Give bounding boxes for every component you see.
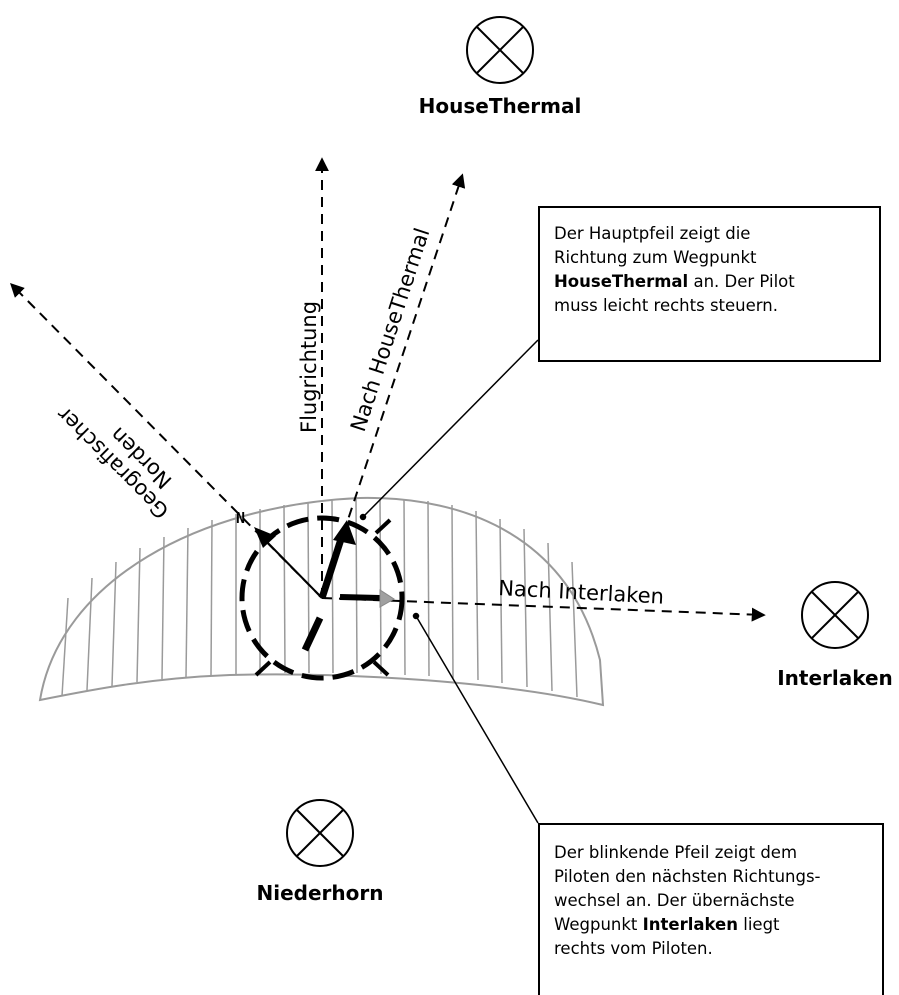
- compass-tick-ne: [374, 518, 392, 535]
- callout-leaders: [359, 339, 539, 824]
- callout-line: Piloten den nächsten Richtungs-: [554, 867, 821, 886]
- callout-line: rechts vom Piloten.: [554, 939, 713, 958]
- waypoint-house-thermal: HouseThermal: [419, 16, 582, 118]
- waypoint-cross-icon: [801, 581, 869, 649]
- compass-instrument: N: [236, 509, 405, 681]
- waypoint-niederhorn: Niederhorn: [257, 799, 384, 905]
- callout-line: wechsel an. Der übernächste: [554, 891, 795, 910]
- waypoint-name-bold: Interlaken: [642, 915, 738, 934]
- leader-blink: [415, 615, 539, 824]
- callout-line: HouseThermal an. Der Pilot: [554, 272, 795, 291]
- compass-tick-se: [372, 660, 390, 677]
- waypoint-cross-icon: [286, 799, 354, 867]
- waypoint-label: Niederhorn: [257, 881, 384, 905]
- main-arrow-head: [333, 520, 356, 545]
- house-thermal-direction-label: Nach HouseThermal: [346, 225, 434, 434]
- interlaken-direction-line: [321, 597, 766, 622]
- compass-tick-sw: [254, 660, 272, 677]
- main-arrow-shaft: [318, 534, 346, 600]
- callout-line: Der Hauptpfeil zeigt die: [554, 224, 751, 243]
- blink-arrow-shaft: [339, 594, 381, 601]
- north-marker-arrow: [254, 527, 276, 548]
- leader-main: [362, 339, 539, 518]
- waypoint-label: HouseThermal: [419, 94, 582, 118]
- waypoint-label: Interlaken: [777, 666, 893, 690]
- blink-arrow-head: [379, 589, 395, 608]
- tail-pointer: [301, 616, 324, 652]
- callout-line: Der blinkende Pfeil zeigt dem: [554, 843, 798, 862]
- callout-line: muss leicht rechts steuern.: [554, 296, 778, 315]
- callout-main-arrow: Der Hauptpfeil zeigt die Richtung zum We…: [538, 206, 881, 362]
- waypoint-interlaken: Interlaken: [777, 581, 893, 690]
- north-marker-letter: N: [236, 509, 245, 527]
- callout-line: Wegpunkt Interlaken liegt: [554, 915, 780, 934]
- waypoint-cross-icon: [466, 16, 534, 84]
- callout-line: Richtung zum Wegpunkt: [554, 248, 757, 267]
- compass-ring: [239, 515, 405, 681]
- callout-blink-arrow: Der blinkende Pfeil zeigt dem Piloten de…: [538, 823, 884, 995]
- paraglider-wing: [38, 496, 605, 707]
- flight-direction-label: Flugrichtung: [297, 301, 321, 433]
- waypoint-name-bold: HouseThermal: [554, 272, 689, 291]
